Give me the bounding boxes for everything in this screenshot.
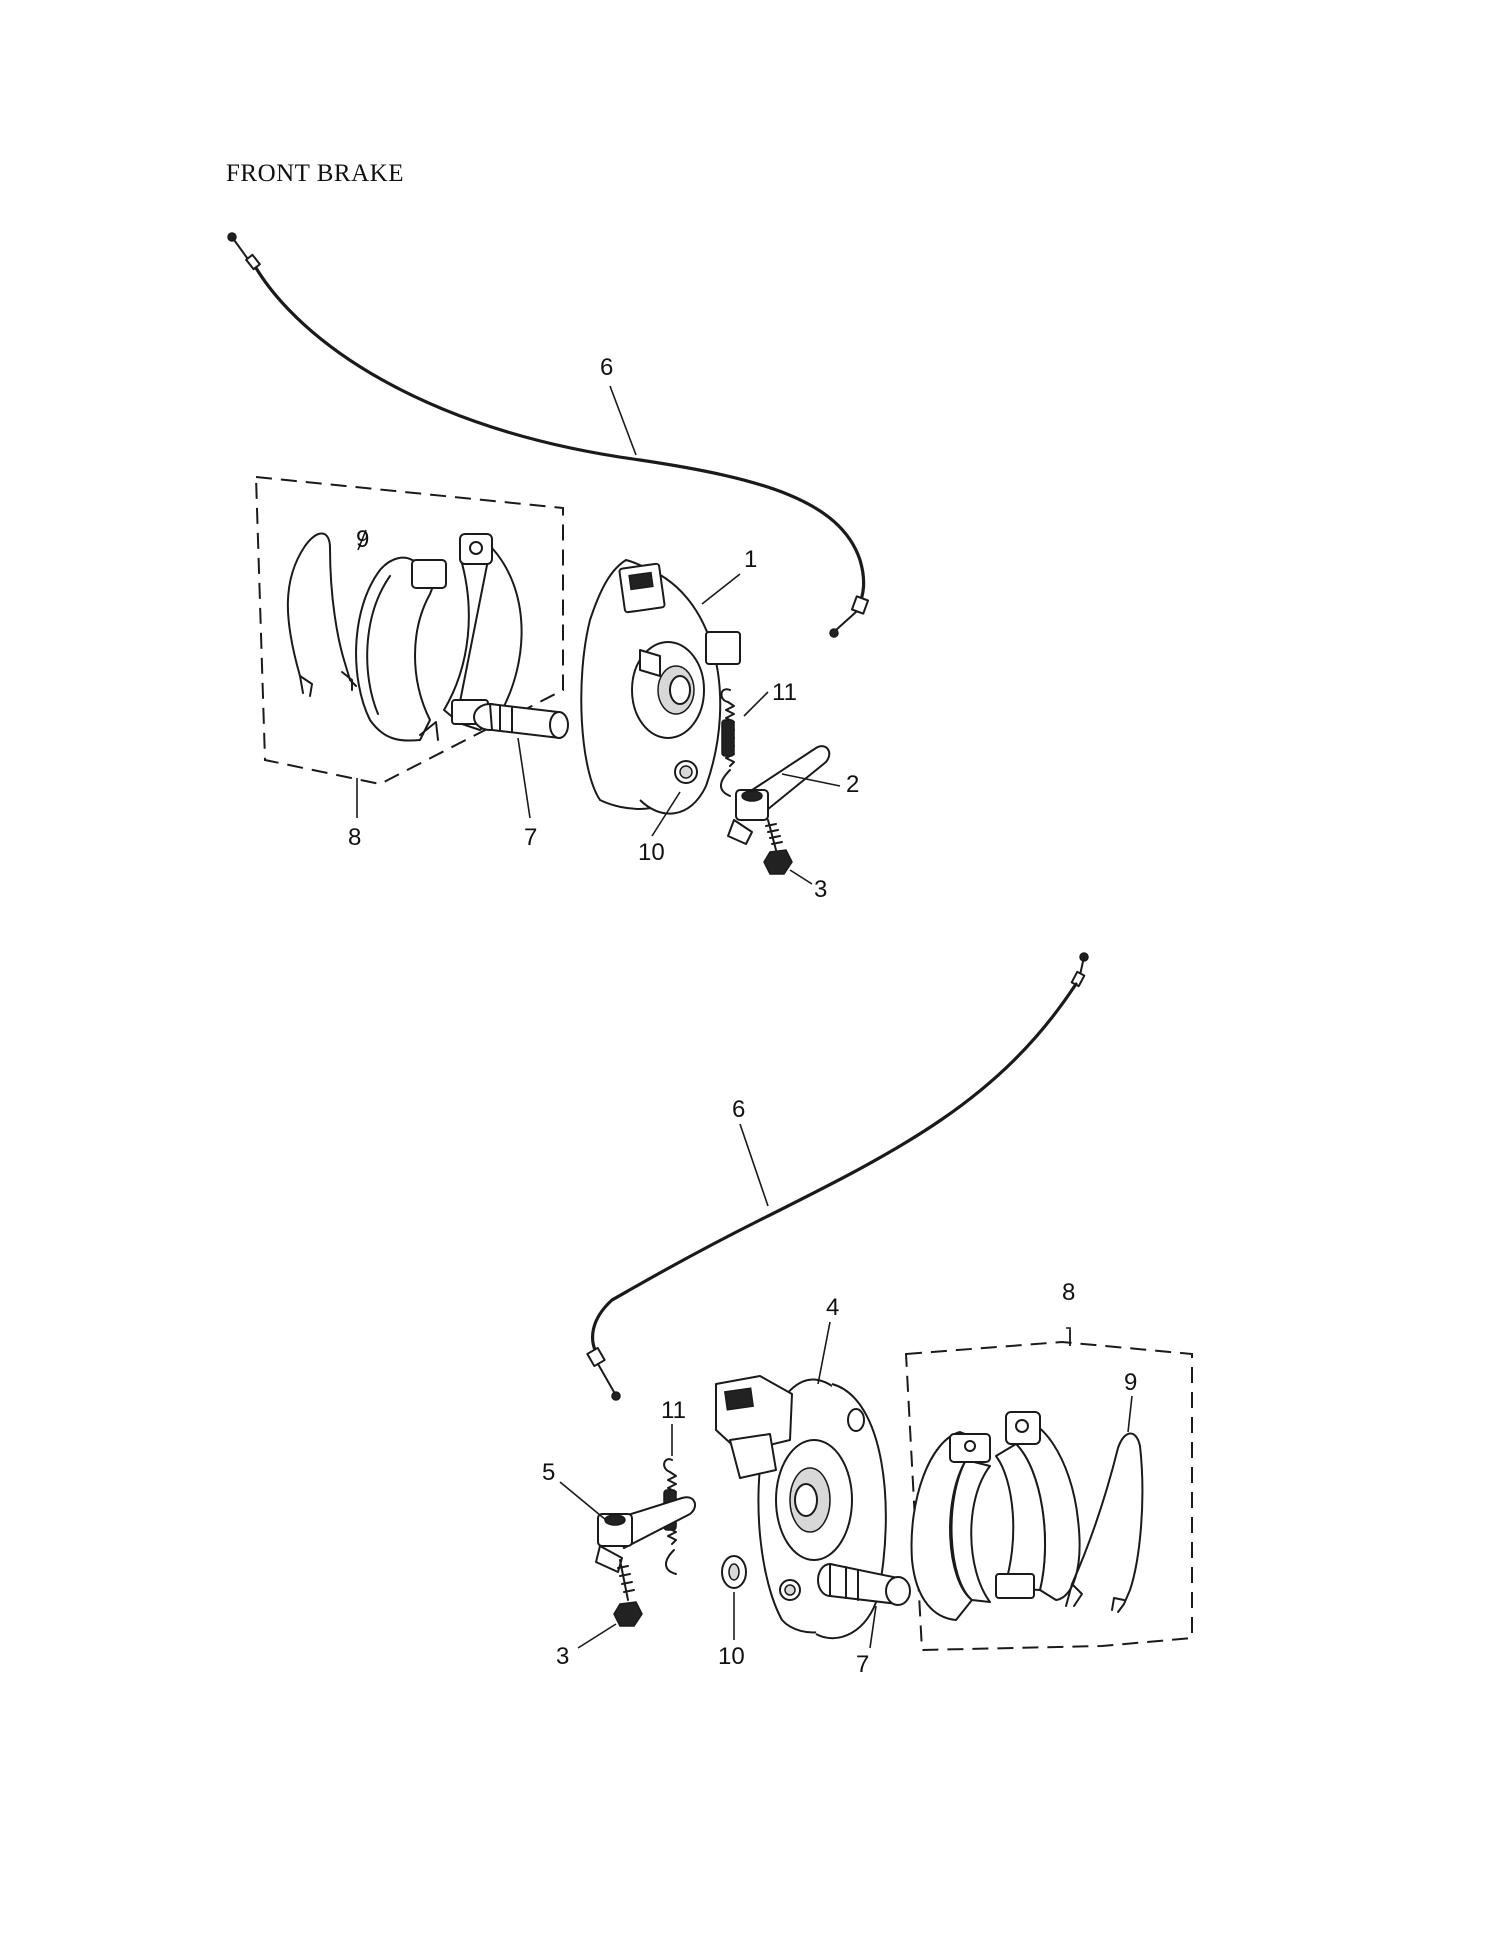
upper-callout-return-spring: 11 bbox=[772, 679, 797, 706]
upper-brake-arm bbox=[727, 745, 831, 845]
lower-callout-bolt: 3 bbox=[556, 1643, 569, 1670]
lower-callout-cable: 6 bbox=[732, 1096, 745, 1123]
upper-callout-cable: 6 bbox=[600, 354, 613, 381]
upper-shoe-spring bbox=[286, 532, 357, 697]
upper-callout-washer: 10 bbox=[638, 839, 665, 866]
upper-callout-cam: 7 bbox=[524, 824, 537, 851]
upper-callout-brake-arm: 2 bbox=[846, 771, 859, 798]
upper-callout-shoe-spring: 9 bbox=[356, 526, 369, 553]
page-title: FRONT BRAKE bbox=[226, 160, 404, 187]
lower-washer bbox=[721, 1555, 747, 1589]
lower-callout-brake-arm: 5 bbox=[542, 1459, 555, 1486]
upper-brake-panel bbox=[580, 559, 741, 815]
lower-brake-shoe-2 bbox=[995, 1411, 1081, 1601]
upper-brake-cable bbox=[227, 232, 870, 638]
lower-shoe-set-box bbox=[904, 1340, 1193, 1652]
upper-leader-lines bbox=[356, 385, 841, 885]
lower-leader-lines bbox=[559, 1123, 1133, 1649]
upper-callout-shoe-set: 8 bbox=[348, 824, 361, 851]
lower-callout-return-spring: 11 bbox=[661, 1397, 686, 1424]
upper-return-spring bbox=[720, 688, 735, 797]
lower-callout-cam: 7 bbox=[856, 1651, 869, 1678]
lower-bolt bbox=[613, 1559, 643, 1627]
lower-brake-shoe-1 bbox=[910, 1431, 991, 1621]
lower-brake-cable bbox=[586, 952, 1089, 1401]
upper-brake-cam bbox=[473, 703, 569, 739]
lower-callout-shoe-spring: 9 bbox=[1124, 1369, 1137, 1396]
upper-callout-bolt: 3 bbox=[814, 876, 827, 903]
lower-shoe-spring bbox=[1065, 1432, 1144, 1613]
upper-brake-shoe-2 bbox=[443, 533, 523, 731]
upper-callout-brake-panel: 1 bbox=[744, 546, 757, 573]
lower-brake-arm bbox=[595, 1496, 697, 1573]
lower-callout-brake-panel: 4 bbox=[826, 1294, 839, 1321]
lower-assembly: 6 4 8 9 11 5 3 10 7 bbox=[542, 952, 1193, 1678]
upper-assembly: 6 1 9 11 2 3 8 7 10 bbox=[227, 232, 870, 903]
lower-callout-washer: 10 bbox=[718, 1643, 745, 1670]
lower-callout-shoe-set: 8 bbox=[1062, 1279, 1075, 1306]
lower-brake-cam bbox=[817, 1563, 911, 1606]
upper-bolt bbox=[763, 819, 793, 875]
upper-brake-shoe-1 bbox=[355, 556, 447, 742]
upper-shoe-set-box bbox=[254, 475, 564, 786]
